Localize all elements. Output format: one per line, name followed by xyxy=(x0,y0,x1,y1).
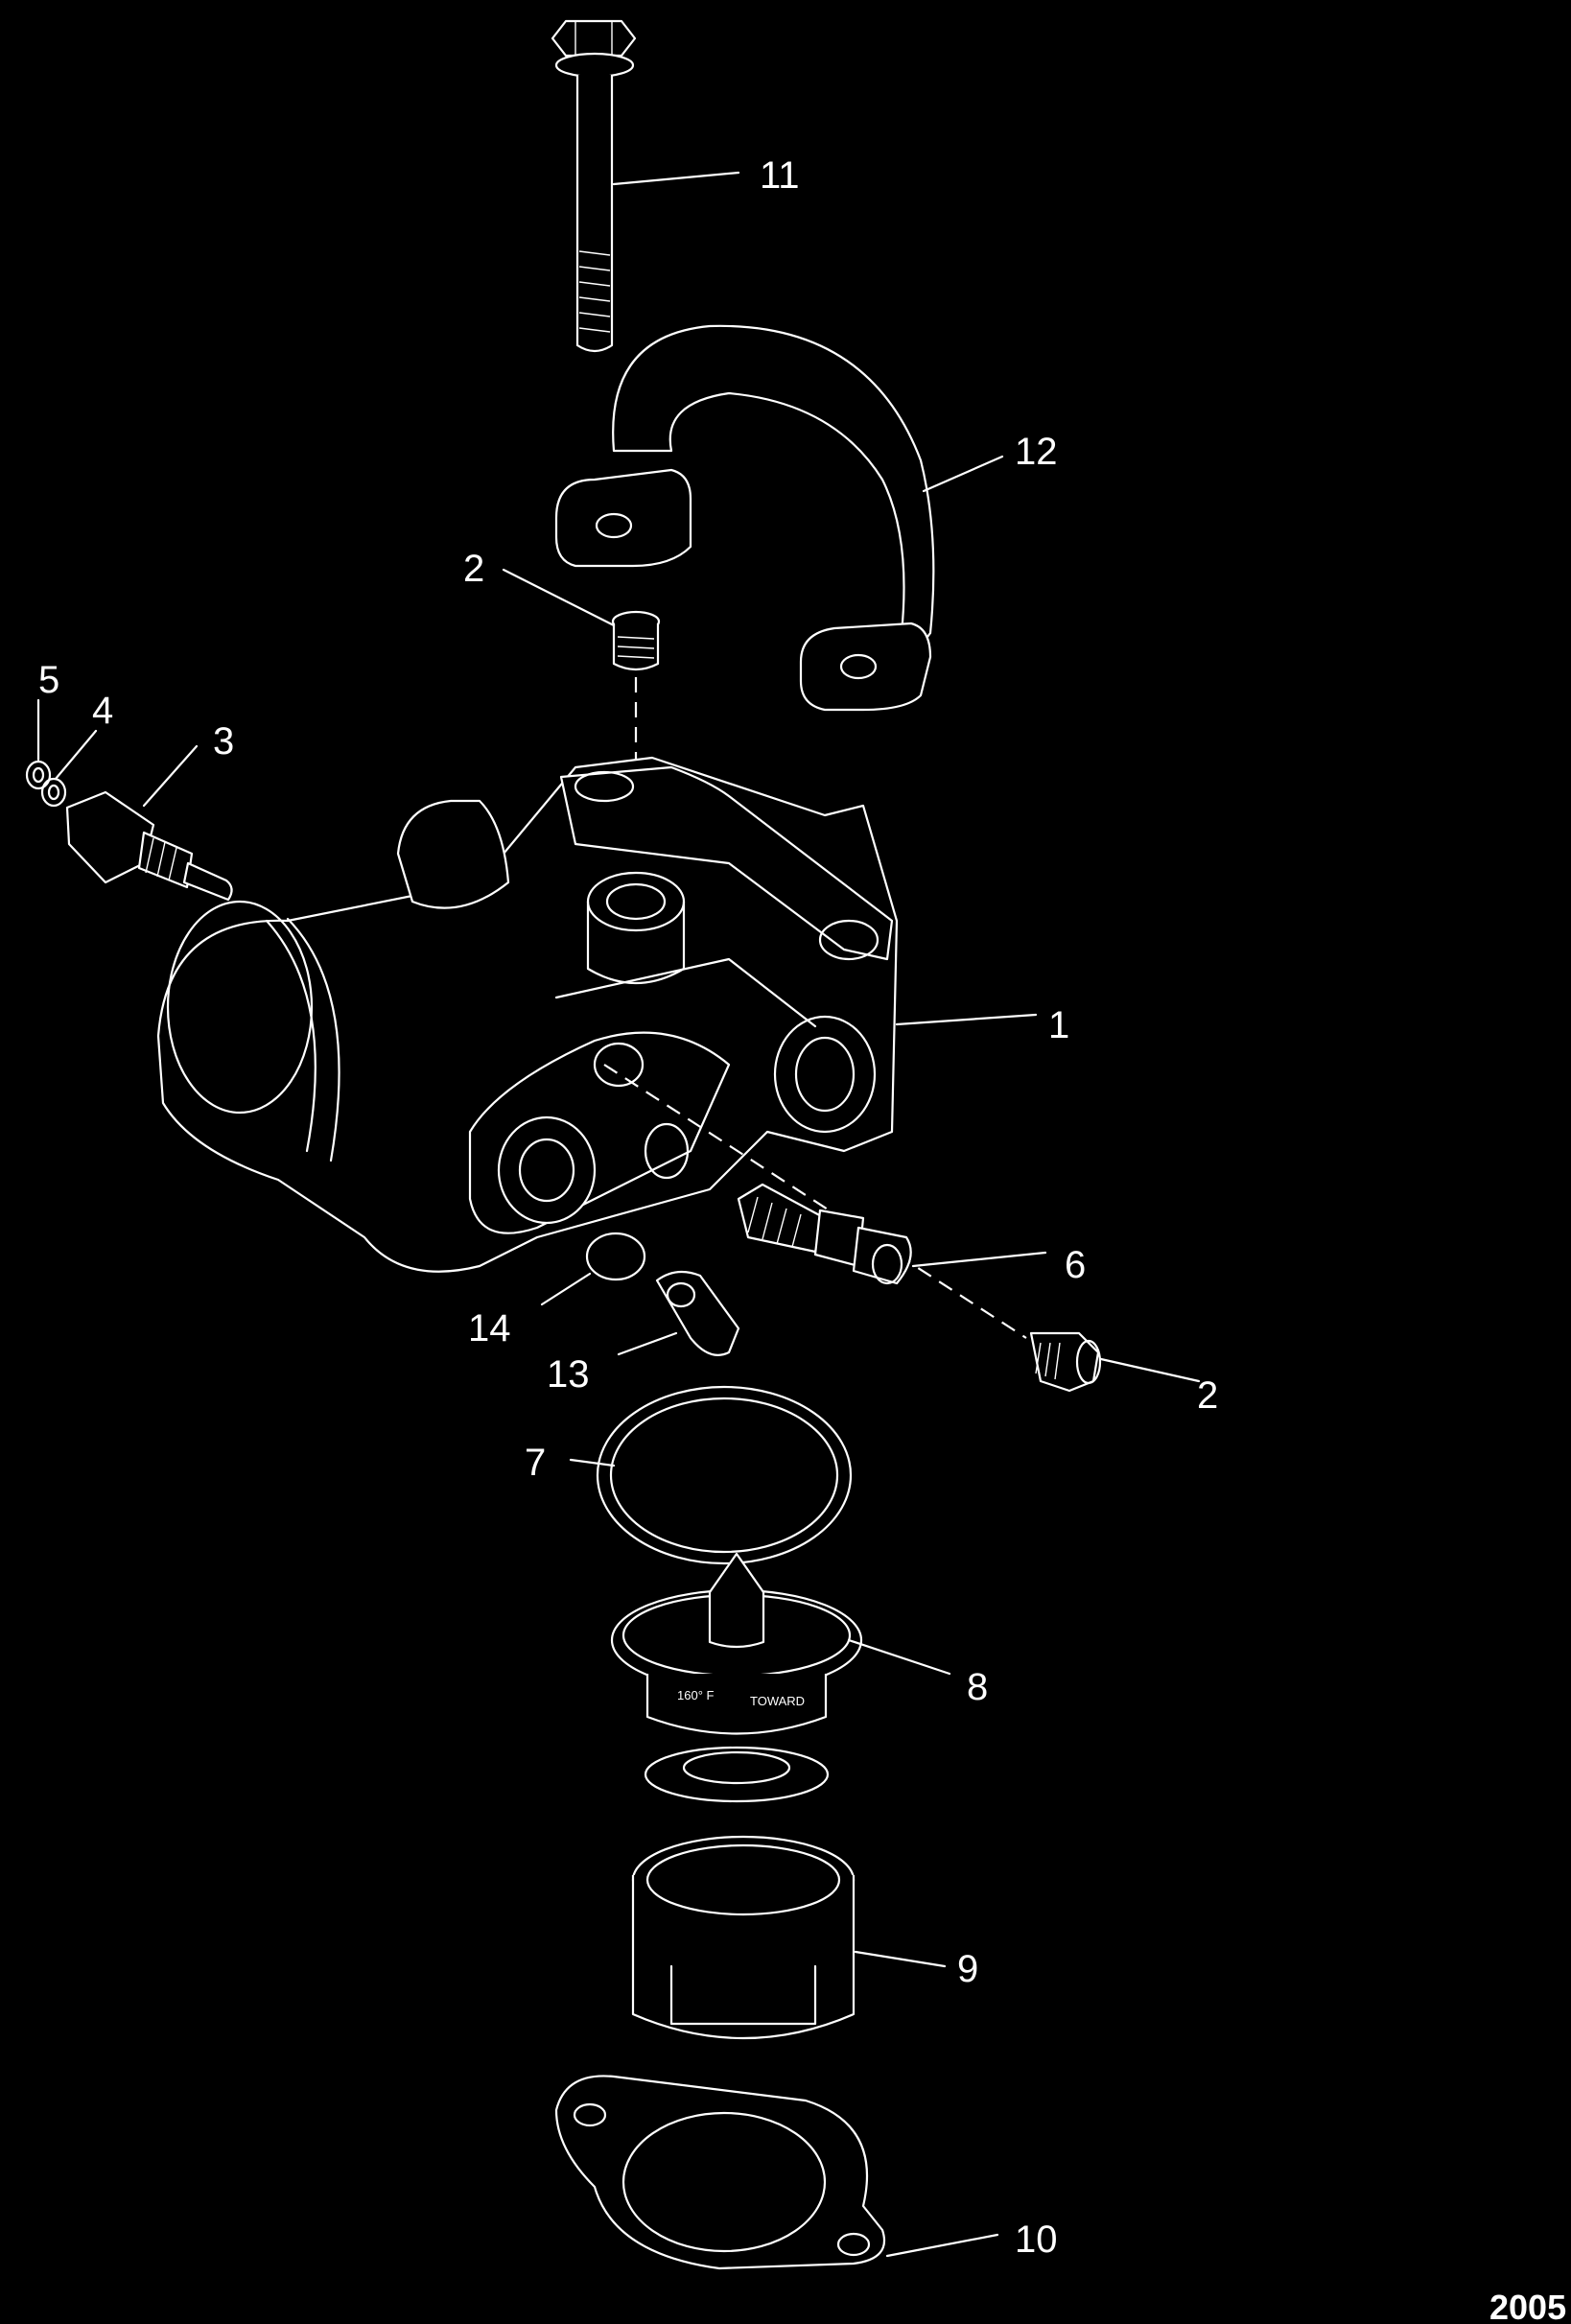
sleeve-part xyxy=(631,1835,856,2040)
o-ring-small xyxy=(585,1232,646,1281)
bolt-part xyxy=(551,19,637,353)
leader-lines xyxy=(36,171,1201,2258)
callout-1: 1 xyxy=(1048,1004,1069,1046)
callout-6: 6 xyxy=(1065,1244,1086,1286)
callout-2-lower: 2 xyxy=(1197,1374,1218,1417)
washer-parts xyxy=(25,760,67,808)
temperature-sender-part xyxy=(65,790,233,902)
thermostat-part xyxy=(610,1552,863,1803)
callout-5: 5 xyxy=(38,659,59,701)
pipe-plug-upper xyxy=(611,610,661,671)
callout-10: 10 xyxy=(1015,2218,1058,2261)
sensor-part xyxy=(737,1183,912,1285)
thermostat-housing-part xyxy=(156,756,899,1273)
callout-8: 8 xyxy=(967,1666,988,1708)
callout-7: 7 xyxy=(525,1442,546,1484)
callout-14: 14 xyxy=(468,1307,511,1350)
gasket-part xyxy=(554,2075,885,2270)
clip-part xyxy=(655,1270,740,1356)
figure-id: 2005 xyxy=(1489,2288,1566,2324)
callout-11: 11 xyxy=(760,154,800,197)
strap-bracket-part xyxy=(554,324,935,712)
thermostat-toward-marking: TOWARD xyxy=(750,1694,805,1708)
callout-12: 12 xyxy=(1015,431,1058,473)
pipe-plug-lower xyxy=(1029,1331,1102,1393)
seal-ring-part xyxy=(596,1385,853,1565)
callout-2-upper: 2 xyxy=(463,548,484,590)
callout-3: 3 xyxy=(213,720,234,763)
callout-13: 13 xyxy=(547,1353,590,1396)
callout-4: 4 xyxy=(92,690,113,732)
callout-9: 9 xyxy=(957,1948,978,1990)
thermostat-temp-marking: 160° F xyxy=(677,1688,715,1702)
